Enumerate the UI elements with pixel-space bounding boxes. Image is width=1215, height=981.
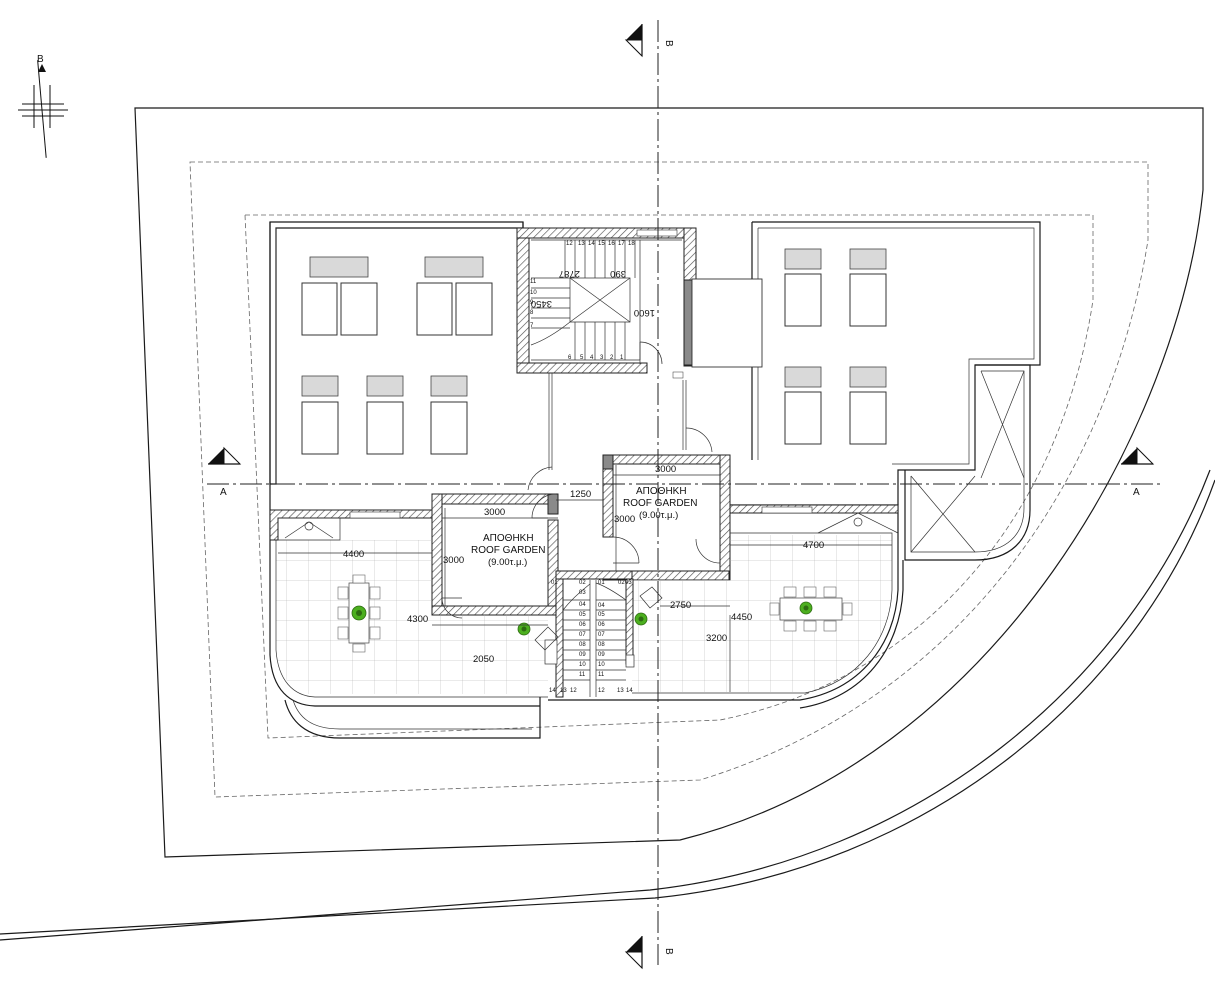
svg-text:4: 4: [590, 355, 594, 361]
setback-lines: [189, 161, 1149, 798]
plant-icon: [517, 622, 531, 636]
room-area-left: (9.00τ.μ.): [488, 557, 527, 568]
svg-text:17: 17: [618, 241, 625, 247]
room-area-right: (9.00τ.μ.): [639, 510, 678, 521]
section-marker-a-right: [1121, 446, 1155, 465]
svg-text:04: 04: [579, 602, 586, 608]
dim-1250: 1250: [570, 489, 591, 500]
svg-text:04: 04: [598, 603, 605, 609]
solar-panels-left: [301, 256, 493, 455]
dim-3000-right-side: 3000: [614, 514, 635, 525]
svg-text:12: 12: [598, 688, 605, 694]
svg-text:9: 9: [530, 300, 534, 306]
section-label-b-bottom: B: [663, 948, 674, 955]
svg-text:01: 01: [551, 580, 558, 586]
stair-core-top: [516, 227, 697, 379]
svg-text:02: 02: [618, 580, 625, 586]
plot-boundary: [0, 107, 1215, 941]
dim-3000-left-side: 3000: [443, 555, 464, 566]
svg-text:14: 14: [626, 688, 633, 694]
svg-text:10: 10: [598, 662, 605, 668]
plant-icon: [799, 601, 813, 615]
svg-text:11: 11: [579, 672, 586, 678]
dim-1600: 1600: [634, 307, 655, 318]
section-label-b-top: B: [663, 40, 674, 47]
svg-text:1: 1: [620, 355, 624, 361]
svg-text:01: 01: [598, 580, 605, 586]
svg-text:08: 08: [598, 642, 605, 648]
section-label-a-left: A: [220, 487, 227, 498]
svg-text:7: 7: [530, 323, 534, 329]
svg-text:08: 08: [579, 642, 586, 648]
svg-text:13: 13: [578, 241, 585, 247]
terrace-left: [269, 509, 548, 739]
svg-text:07: 07: [598, 632, 605, 638]
svg-text:14: 14: [549, 688, 556, 694]
svg-text:09: 09: [598, 652, 605, 658]
north-arrow-icon: [18, 60, 68, 158]
svg-text:2: 2: [610, 355, 614, 361]
svg-text:12: 12: [566, 241, 573, 247]
dim-2050: 2050: [473, 654, 494, 665]
stair-lower: [534, 570, 663, 698]
svg-text:10: 10: [530, 290, 537, 296]
right-canopy: [904, 364, 1031, 561]
svg-text:03: 03: [579, 590, 586, 596]
north-label: B: [37, 54, 44, 65]
dim-3450: 3450: [531, 298, 552, 309]
svg-text:5: 5: [580, 355, 584, 361]
svg-text:18: 18: [628, 241, 635, 247]
svg-text:6: 6: [568, 355, 572, 361]
svg-text:12: 12: [570, 688, 577, 694]
svg-text:07: 07: [579, 632, 586, 638]
svg-text:05: 05: [598, 612, 605, 618]
dim-3000-left-top: 3000: [484, 507, 505, 518]
railings: [527, 373, 713, 491]
section-marker-a-left: [208, 446, 242, 465]
solar-panels-right: [784, 248, 887, 445]
section-marker-b-bottom: [624, 936, 643, 970]
dim-4400: 4400: [343, 549, 364, 560]
room-name-gr-right: ΑΠΟΘΗΚΗ: [636, 486, 687, 497]
svg-text:06: 06: [598, 622, 605, 628]
svg-text:15: 15: [598, 241, 605, 247]
dim-3200: 3200: [706, 633, 727, 644]
room-name-en-left: ROOF GARDEN: [471, 545, 545, 556]
stair-numbers-top: 12 13 14 15 16 17 18 11 10 9 8 7 6 5 4 3…: [530, 241, 635, 361]
svg-text:09: 09: [579, 652, 586, 658]
dim-4700: 4700: [803, 540, 824, 551]
terrace-right: [548, 504, 904, 709]
svg-text:13: 13: [617, 688, 624, 694]
svg-text:02: 02: [579, 580, 586, 586]
dimension-lines: [278, 465, 892, 692]
svg-text:16: 16: [608, 241, 615, 247]
dim-2750: 2750: [670, 600, 691, 611]
svg-text:06: 06: [579, 622, 586, 628]
svg-text:05: 05: [579, 612, 586, 618]
plant-icon: [634, 612, 648, 626]
dim-4300: 4300: [407, 614, 428, 625]
dim-2787: 2787: [559, 268, 580, 279]
canopy-rect: [691, 278, 763, 368]
room-name-gr-left: ΑΠΟΘΗΚΗ: [483, 533, 534, 544]
section-marker-b-top: [624, 24, 643, 58]
svg-text:10: 10: [579, 662, 586, 668]
dim-3000-right-top: 3000: [655, 464, 676, 475]
svg-text:14: 14: [588, 241, 595, 247]
stair-lower-numbers: 01 02 03 04 05 06 07 08 09 10 11 12 13 1…: [549, 580, 633, 694]
section-axis-lines: [207, 20, 1160, 965]
svg-text:8: 8: [530, 310, 534, 316]
dim-4450: 4450: [731, 612, 752, 623]
section-label-a-right: A: [1133, 487, 1140, 498]
svg-text:3: 3: [600, 355, 604, 361]
svg-text:11: 11: [598, 672, 605, 678]
dim-390: 390: [610, 268, 626, 279]
svg-text:11: 11: [530, 279, 537, 285]
room-name-en-right: ROOF GARDEN: [623, 498, 697, 509]
svg-text:03: 03: [625, 580, 632, 586]
svg-text:13: 13: [560, 688, 567, 694]
plant-icon: [351, 605, 367, 621]
